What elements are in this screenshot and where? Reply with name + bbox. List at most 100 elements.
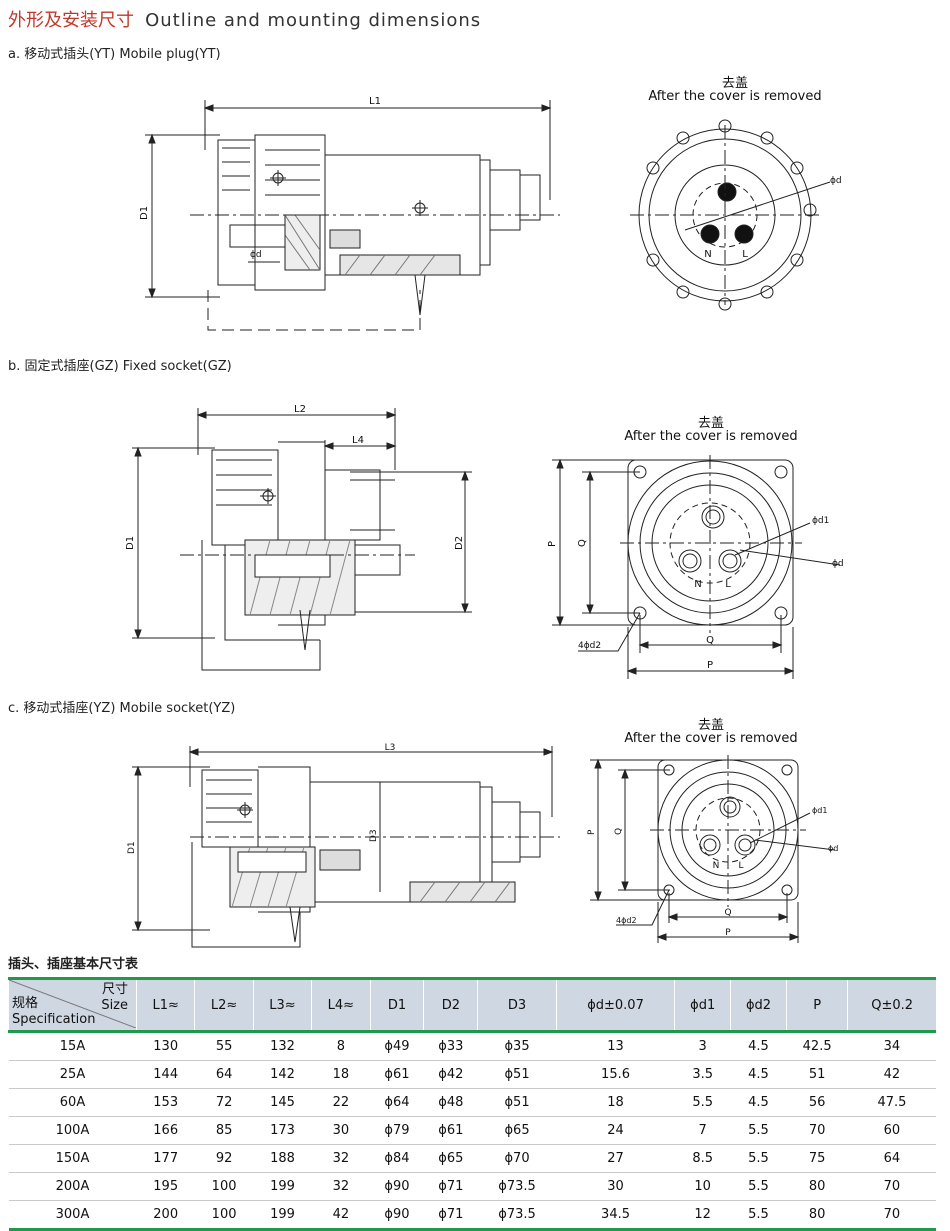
table-cell: ϕ70: [477, 1144, 557, 1173]
table-cell: 64: [847, 1144, 936, 1173]
table-cell: ϕ64: [370, 1088, 424, 1117]
dim-d-label-c: ϕd: [828, 844, 838, 853]
table-cell: 75: [786, 1144, 848, 1173]
dimension-table: 尺寸 Size 规格 Specification L1≈ L2≈ L3≈ L4≈…: [8, 977, 936, 1231]
table-cell: 70: [786, 1116, 848, 1145]
table-cell: 8: [311, 1031, 371, 1061]
table-cell: 5.5: [730, 1116, 787, 1145]
table-cell: 8.5: [674, 1144, 731, 1173]
table-cell: 4.5: [730, 1088, 787, 1117]
table-cell: ϕ84: [370, 1144, 424, 1173]
table-cell: ϕ71: [423, 1200, 478, 1231]
mobile-socket-side-view-drawing: L3 D1 D3: [127, 743, 560, 948]
table-cell: ϕ42: [423, 1060, 478, 1089]
table-cell: 7: [674, 1116, 731, 1145]
table-corner-cell: 尺寸 Size 规格 Specification: [8, 978, 137, 1032]
table-cell: 24: [556, 1116, 675, 1145]
mobile-socket-front-view-drawing: P Q Q P ϕd ϕd1 4ϕd2 N L: [587, 755, 838, 943]
table-cell: 144: [136, 1060, 195, 1089]
table-cell: 85: [194, 1116, 254, 1145]
col-header-d1: ϕd1: [674, 978, 731, 1032]
table-cell: 70: [847, 1172, 936, 1201]
dim-D1-label-a: D1: [139, 206, 150, 220]
dim-d-label-a-front: ϕd: [830, 176, 842, 186]
table-cell: 18: [556, 1088, 675, 1117]
col-header-D1: D1: [369, 978, 424, 1032]
front-view-b-title-en: After the cover is removed: [624, 429, 798, 444]
table-cell: 32: [311, 1172, 371, 1201]
table-cell: 200: [136, 1200, 195, 1231]
dim-Q-label-b-v: Q: [577, 539, 588, 547]
table-cell: ϕ90: [370, 1172, 424, 1201]
table-cell: 5.5: [674, 1088, 731, 1117]
dim-D3-label: D3: [369, 829, 379, 842]
dim-L3-label: L3: [385, 743, 396, 753]
dim-D2-label: D2: [454, 536, 465, 550]
table-cell: ϕ65: [477, 1116, 557, 1145]
table-cell: ϕ79: [370, 1116, 424, 1145]
dim-d-label-b: ϕd: [832, 559, 844, 569]
table-cell: 4.5: [730, 1031, 787, 1061]
table-cell: 195: [136, 1172, 195, 1201]
pin-L-label-c: L: [738, 861, 743, 871]
table-cell: 173: [253, 1116, 312, 1145]
table-cell: 80: [786, 1172, 848, 1201]
table-cell: 27: [556, 1144, 675, 1173]
table-cell: 10: [674, 1172, 731, 1201]
row-spec-cell: 100A: [8, 1116, 137, 1145]
table-cell: 5.5: [730, 1172, 787, 1201]
table-cell: 47.5: [847, 1088, 936, 1117]
dim-P-label-b-h: P: [707, 660, 713, 671]
table-cell: 51: [786, 1060, 848, 1089]
dim-d1-label-c: ϕd1: [812, 806, 827, 815]
table-cell: ϕ65: [423, 1144, 478, 1173]
table-cell: 32: [311, 1144, 371, 1173]
table-cell: 92: [194, 1144, 254, 1173]
col-header-L3: L3≈: [252, 978, 312, 1032]
row-spec-cell: 15A: [8, 1031, 137, 1061]
table-cell: 188: [253, 1144, 312, 1173]
pin-N-label-b: N: [694, 579, 701, 590]
section-a-label: a. 移动式插头(YT) Mobile plug(YT): [8, 47, 221, 62]
table-cell: 70: [847, 1200, 936, 1231]
dim-d2-label-b: 4ϕd2: [578, 641, 601, 651]
section-b-label: b. 固定式插座(GZ) Fixed socket(GZ): [8, 359, 232, 374]
col-header-d2: ϕd2: [730, 978, 787, 1032]
dim-d1-label-b: ϕd1: [812, 516, 829, 526]
table-cell: ϕ61: [423, 1116, 478, 1145]
table-cell: ϕ51: [477, 1088, 557, 1117]
dim-Q-label-c-v: Q: [614, 828, 624, 835]
dim-D1-label-b: D1: [125, 536, 136, 550]
table-cell: 55: [194, 1031, 254, 1061]
col-header-D2: D2: [423, 978, 478, 1032]
pin-L-label-b: L: [725, 579, 731, 590]
fixed-socket-side-view-drawing: L2 L4 D1 D2: [125, 404, 472, 671]
page-title: 外形及安装尺寸 Outline and mounting dimensions: [8, 6, 481, 32]
table-cell: 3: [674, 1031, 731, 1061]
table-cell: 64: [194, 1060, 254, 1089]
table-cell: 100: [194, 1172, 254, 1201]
table-cell: ϕ48: [423, 1088, 478, 1117]
table-cell: 153: [136, 1088, 195, 1117]
dim-d-label-a: ϕd: [250, 250, 262, 260]
col-header-L1: L1≈: [135, 978, 195, 1032]
col-header-d: ϕd±0.07: [555, 978, 675, 1032]
table-cell: 72: [194, 1088, 254, 1117]
table-cell: 130: [136, 1031, 195, 1061]
table-cell: 42: [847, 1060, 936, 1089]
table-cell: 12: [674, 1200, 731, 1231]
plug-side-view-drawing: L1 D1 ϕd: [139, 96, 560, 331]
table-cell: 30: [311, 1116, 371, 1145]
table-cell: 100: [194, 1200, 254, 1231]
front-view-c-title-en: After the cover is removed: [624, 731, 798, 746]
table-cell: ϕ73.5: [477, 1172, 557, 1201]
dim-P-label-c-v: P: [587, 829, 597, 835]
corner-spec-label: 规格 Specification: [12, 996, 95, 1028]
table-cell: 34.5: [556, 1200, 675, 1231]
dim-Q-label-c-h: Q: [724, 908, 731, 918]
